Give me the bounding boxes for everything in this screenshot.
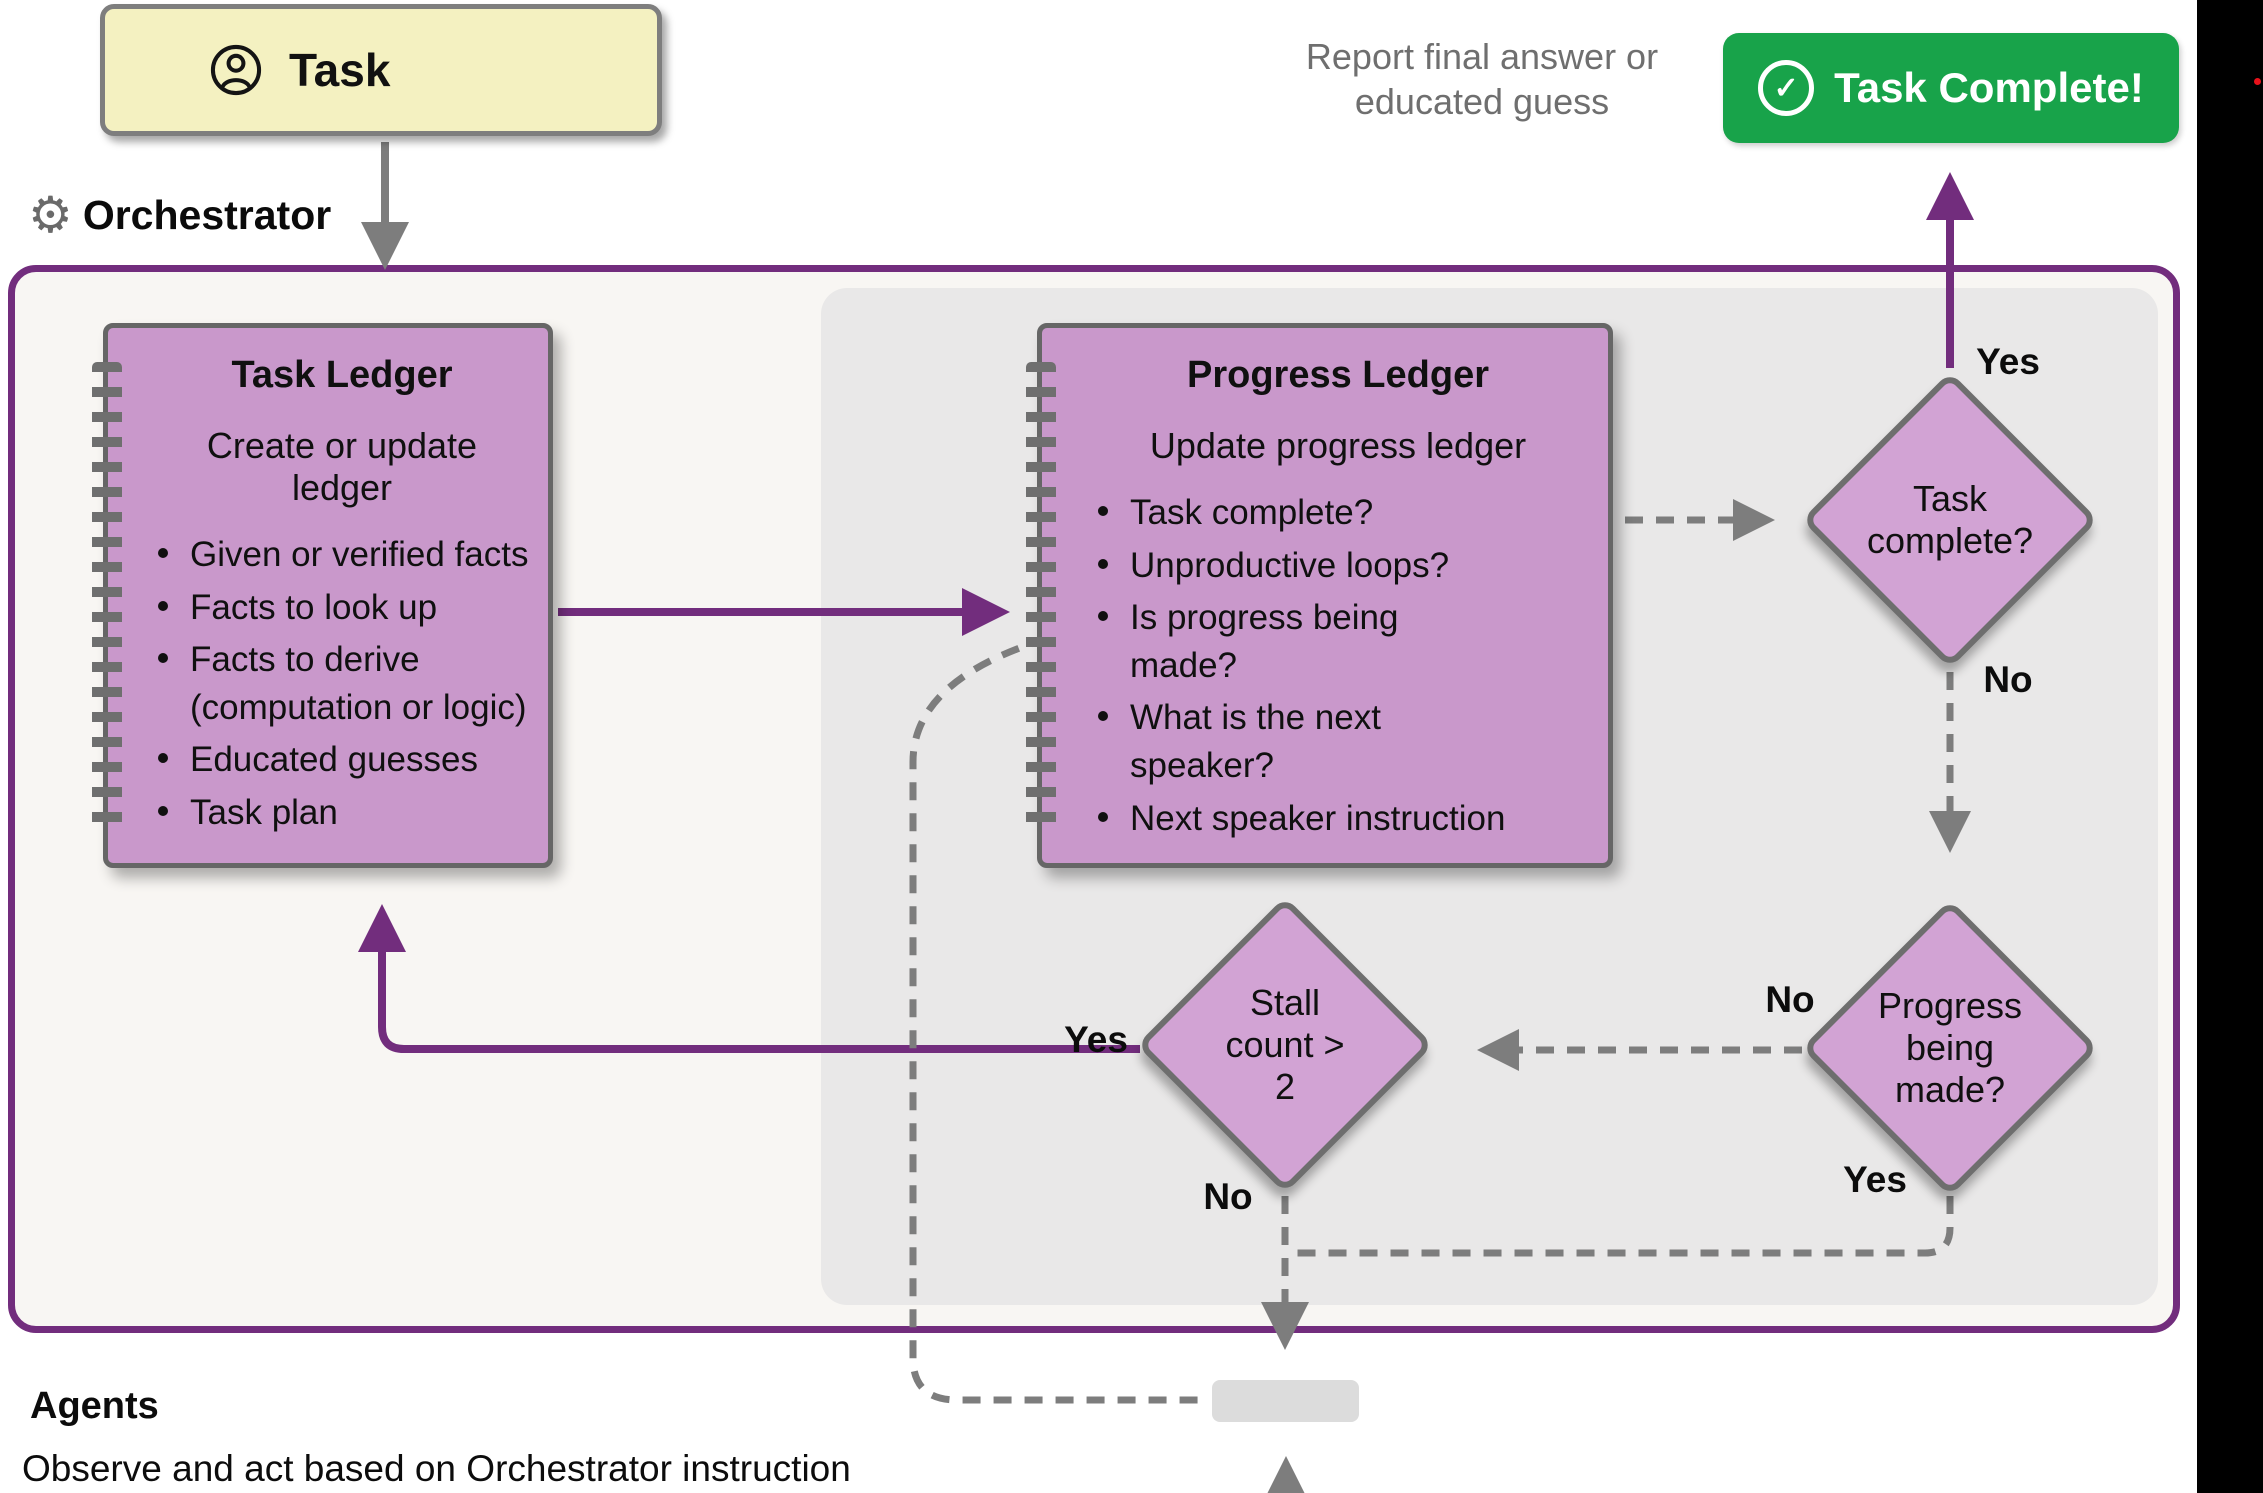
orchestrator-title: Orchestrator [82,191,332,238]
branch-label-yes: Yes [1843,1159,1907,1200]
spiral-binding-icon [1026,362,1056,829]
task-box-label: Task [289,44,391,96]
task-ledger-list: Given or verified facts Facts to look up… [154,531,530,837]
list-item: Is progress being made? [1094,594,1582,689]
progress-ledger-list: Task complete? Unproductive loops? Is pr… [1094,489,1582,842]
screen-edge-black-band [2197,0,2263,1493]
task-complete-badge: ✓ Task Complete! [1723,33,2179,143]
list-item: Task plan [154,789,530,837]
list-item: Task complete? [1094,489,1582,537]
list-item: Next speaker instruction [1094,795,1582,843]
task-ledger-card: Task Ledger Create or update ledger Give… [92,323,553,868]
check-circle-icon: ✓ [1758,60,1815,116]
branch-label-no: No [1983,659,2033,700]
dashed-progress-yes-return [1290,1196,1954,1257]
decision-progress-being-made: Progress being made? [1801,899,2099,1197]
decision-stall-label: Stall count > 2 [1225,981,1345,1108]
task-ledger-subtitle: Create or update ledger [206,425,478,508]
branch-label-no: No [1203,1176,1253,1217]
task-input-box: Task [100,4,662,136]
list-item: Facts to derive (computation or logic) [154,636,530,731]
spiral-binding-icon [92,362,122,829]
red-dot [2254,78,2261,85]
list-item: Unproductive loops? [1094,542,1582,590]
user-icon [210,44,262,96]
decision-stall-count: Stall count > 2 [1136,896,1434,1194]
list-item: Facts to look up [154,584,530,632]
list-item: Educated guesses [154,736,530,784]
branch-label-yes: Yes [1976,341,2040,382]
decision-progress-label: Progress being made? [1877,984,2023,1111]
task-ledger-title: Task Ledger [231,354,453,396]
task-complete-badge-label: Task Complete! [1834,64,2144,111]
arrow-stall-yes-to-taskledger [358,904,1140,1053]
branch-label-yes: Yes [1064,1019,1128,1060]
decision-task-complete-label: Task complete? [1866,477,2034,561]
orchestrator-header: ⚙ Orchestrator [28,190,331,240]
progress-ledger-subtitle: Update progress ledger [1149,425,1527,466]
branch-label-no: No [1765,979,1815,1020]
agents-subtitle: Observe and act based on Orchestrator in… [22,1448,851,1489]
gear-icon: ⚙ [28,187,73,243]
progress-ledger-title: Progress Ledger [1187,354,1489,396]
agents-box-stub [1212,1380,1359,1422]
list-item: Given or verified facts [154,531,530,579]
dashed-orchestrator-to-agents-left [909,626,1205,1404]
decision-task-complete: Task complete? [1801,371,2099,669]
progress-ledger-card: Progress Ledger Update progress ledger T… [1026,323,1613,868]
agents-title: Agents [30,1385,159,1427]
report-final-answer-note: Report final answer or educated guess [1305,36,1659,122]
list-item: What is the next speaker? [1094,694,1582,789]
